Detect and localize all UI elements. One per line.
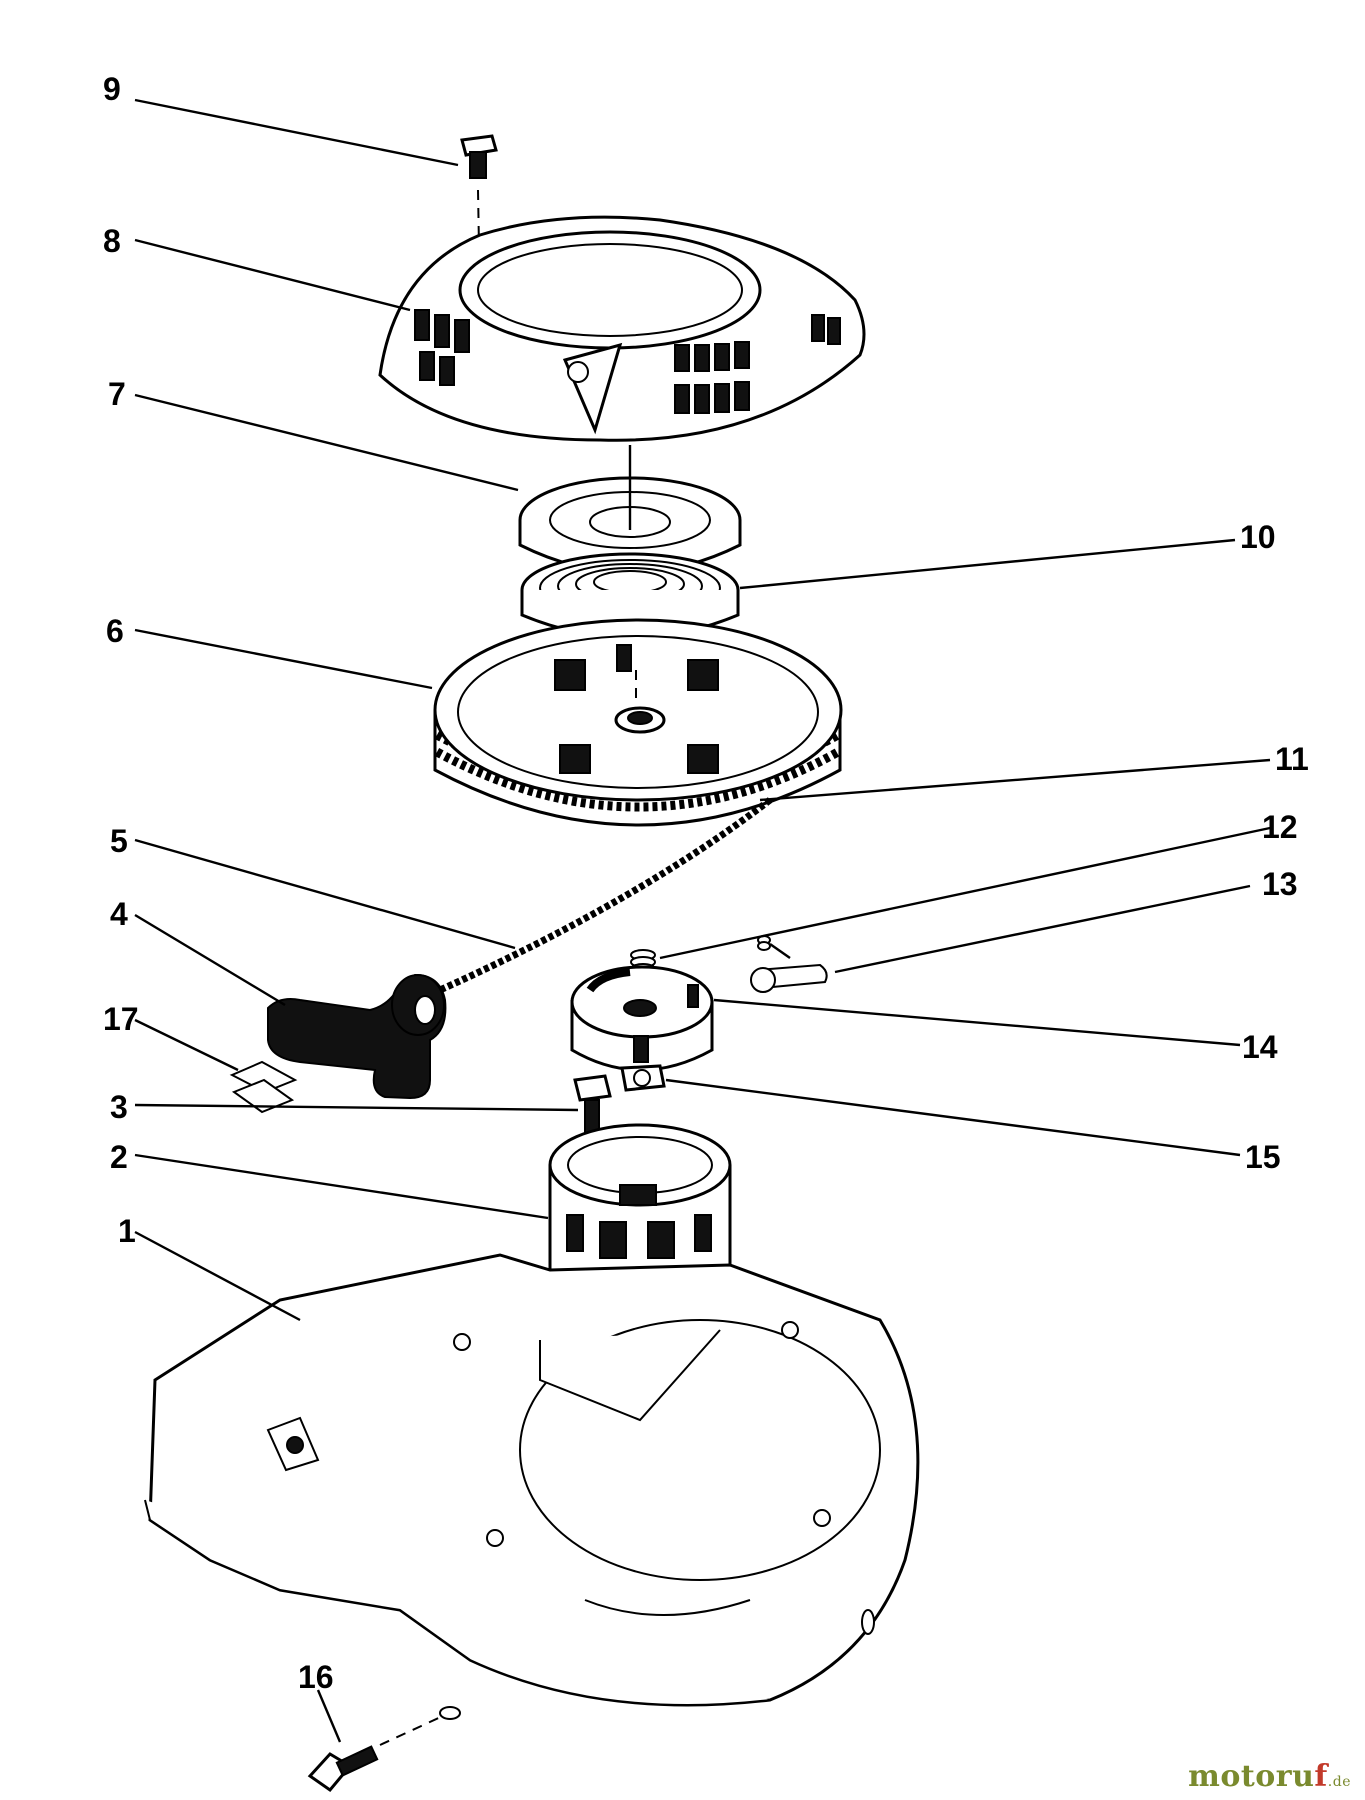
leader-7: [134, 393, 519, 492]
watermark-main-text: motoru: [1188, 1759, 1315, 1794]
leader-8: [134, 238, 411, 312]
leader-12: [659, 826, 1271, 960]
callout-13: 13: [1262, 866, 1298, 902]
leader-6: [134, 628, 433, 690]
callout-2: 2: [110, 1139, 128, 1175]
callout-10: 10: [1240, 519, 1276, 555]
callout-4: 4: [110, 896, 128, 932]
motoruf-watermark: motoruf.de: [1188, 1759, 1351, 1794]
part-5-starter-rope: [438, 797, 773, 994]
leader-14: [713, 998, 1241, 1047]
leader-17: [134, 1018, 239, 1072]
part-4-starter-handle: [267, 973, 447, 1100]
callout-11: 11: [1275, 741, 1309, 777]
callout-17: 17: [103, 1001, 139, 1037]
callout-15: 15: [1245, 1139, 1281, 1175]
part-6-starter-pulley: [433, 618, 843, 827]
part-14-ratchet-plate: [570, 965, 714, 1072]
part-3-bolt: [573, 1074, 612, 1141]
part-13-pawl: [750, 935, 828, 993]
callout-16: 16: [298, 1659, 334, 1695]
callout-6: 6: [106, 613, 124, 649]
part-8-starter-cover: [378, 215, 866, 442]
callout-12: 12: [1262, 809, 1298, 845]
part-15-screw: [620, 1035, 666, 1092]
part-16-bolt: [307, 1714, 446, 1793]
part-17-handle-insert: [229, 1060, 298, 1114]
leader-9: [134, 98, 459, 167]
leader-1: [134, 1230, 301, 1322]
watermark-domain-suffix: .de: [1327, 1774, 1351, 1790]
cover-vent-slots: [414, 309, 841, 414]
leader-5: [134, 838, 516, 950]
watermark-accent-letter: f: [1314, 1759, 1328, 1794]
part-7-reel-cap: [518, 445, 742, 574]
leader-4: [134, 913, 286, 1007]
leader-2: [134, 1153, 549, 1220]
leader-11: [759, 758, 1271, 802]
callout-7: 7: [108, 376, 126, 412]
leader-15: [665, 1078, 1241, 1157]
callout-9: 9: [103, 71, 121, 107]
callout-3: 3: [110, 1089, 128, 1125]
callout-8: 8: [103, 223, 121, 259]
leader-13: [834, 884, 1251, 974]
leader-3: [134, 1103, 579, 1112]
part-1-blower-housing: [144, 1253, 920, 1720]
leader-lines: [134, 98, 1271, 1743]
callout-labels: 9 8 7 10 6 11 12 5 13 4 14 17 3 15 2 1 1…: [103, 71, 1309, 1695]
leader-10: [739, 538, 1236, 590]
callout-14: 14: [1242, 1029, 1278, 1065]
callout-1: 1: [118, 1213, 136, 1249]
leader-16: [316, 1689, 342, 1743]
callout-5: 5: [110, 823, 128, 859]
